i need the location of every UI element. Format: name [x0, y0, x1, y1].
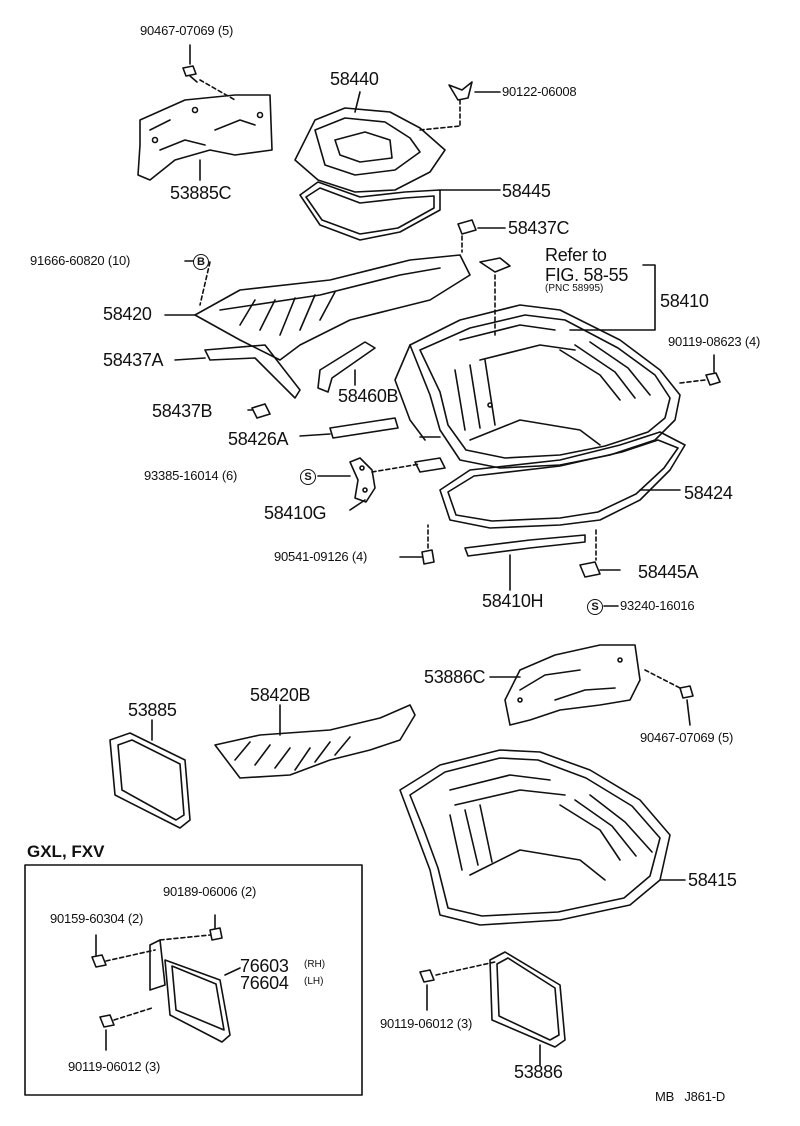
mark-B: B: [193, 254, 209, 270]
label-58440: 58440: [330, 69, 379, 89]
label-90122-06008: 90122-06008: [502, 84, 577, 99]
part-58445A-pad: [579, 529, 621, 578]
label-53886: 53886: [514, 1062, 563, 1082]
part-58424-gasket: [439, 431, 686, 529]
label-90467-07069-bottom: 90467-07069 (5): [640, 730, 734, 745]
label-58445: 58445: [502, 181, 551, 201]
inset-fasteners: [91, 914, 241, 1051]
part-53886-gasket: [489, 951, 566, 1066]
label-76604: 76604: [240, 973, 289, 993]
part-53885-gasket: [109, 719, 191, 829]
part-58437B-pad: [247, 403, 271, 419]
label-pnc-58995: (PNC 58995): [545, 283, 604, 294]
part-58410H-rod: [464, 534, 586, 591]
label-90119-08623: 90119-08623 (4): [668, 334, 761, 349]
part-58420B-protector: [214, 704, 416, 779]
part-bolt-center: [414, 457, 446, 473]
label-53885: 53885: [128, 700, 177, 720]
mark-S1: S: [300, 469, 316, 485]
part-58420-protector: [164, 254, 471, 361]
label-90467-07069-top: 90467-07069 (5): [140, 23, 234, 38]
leader-58440-dashed: [419, 125, 461, 131]
part-58437C-clip: [457, 219, 506, 253]
label-58410H: 58410H: [482, 591, 544, 611]
part-58460B-strap: [317, 341, 376, 393]
inset-box: [24, 864, 363, 1096]
label-53886C: 53886C: [424, 667, 486, 687]
label-76604-lh: (LH): [304, 976, 324, 987]
label-53885C: 53885C: [170, 183, 232, 203]
bolt-90119-08623: [679, 354, 721, 386]
label-58415: 58415: [688, 870, 737, 890]
mark-circle-S2: S: [587, 598, 603, 615]
label-58437B: 58437B: [152, 401, 213, 421]
label-76603-rh: (RH): [304, 959, 326, 970]
bolt-90119-06012-bottom: [419, 961, 496, 1011]
part-58410G-bracket: [349, 457, 376, 511]
label-93240-16016: 93240-16016: [620, 598, 695, 613]
part-58437A-rod: [174, 344, 301, 399]
part-58426A-strip: [299, 417, 399, 439]
label-58460B: 58460B: [338, 386, 399, 406]
label-58410G: 58410G: [264, 503, 327, 523]
label-fig-58-55: FIG. 58-55: [545, 265, 629, 285]
part-58415-tray: [399, 749, 686, 926]
mark-circle-B: B: [193, 253, 209, 270]
label-58424: 58424: [684, 483, 733, 503]
part-53886C-bracket: [489, 644, 641, 726]
grommet-90541: [399, 524, 435, 565]
part-58440-cover: [294, 91, 446, 193]
mark-circle-S1: S: [300, 468, 316, 485]
label-refer-to: Refer to: [545, 245, 607, 265]
part-58410-tray: [394, 304, 681, 469]
part-mudguard: [149, 939, 231, 1043]
label-90541-09126: 90541-09126 (4): [274, 549, 368, 564]
label-58437C: 58437C: [508, 218, 570, 238]
leader-93385: [317, 463, 421, 477]
label-58420B: 58420B: [250, 685, 311, 705]
label-90119-06012-bottom: 90119-06012 (3): [380, 1016, 473, 1031]
label-58410: 58410: [660, 291, 709, 311]
part-58445-gasket: [299, 181, 501, 241]
label-90189-06006: 90189-06006 (2): [163, 884, 257, 899]
part-small-bracket: [479, 257, 511, 336]
label-58426A: 58426A: [228, 429, 289, 449]
label-58437A: 58437A: [103, 350, 164, 370]
label-58445A: 58445A: [638, 562, 699, 582]
leader-B-dashed: [199, 261, 211, 306]
screw-90467-top: [182, 44, 236, 101]
label-90119-06012-inset: 90119-06012 (3): [68, 1059, 161, 1074]
label-93385-16014: 93385-16014 (6): [144, 468, 238, 483]
wingbolt-90122: [448, 81, 501, 126]
leader-refer-bracket: [569, 264, 656, 331]
label-90159-60304: 90159-60304 (2): [50, 911, 144, 926]
inset-title: GXL, FXV: [27, 842, 105, 861]
part-53885C-bracket: [137, 94, 273, 181]
label-76603: 76603: [240, 956, 289, 976]
screw-90467-bottom: [644, 669, 694, 726]
reference-code: MB J861-D: [655, 1089, 726, 1104]
label-91666-60820: 91666-60820 (10): [30, 253, 131, 268]
label-58420: 58420: [103, 304, 152, 324]
mark-S2: S: [587, 599, 603, 615]
